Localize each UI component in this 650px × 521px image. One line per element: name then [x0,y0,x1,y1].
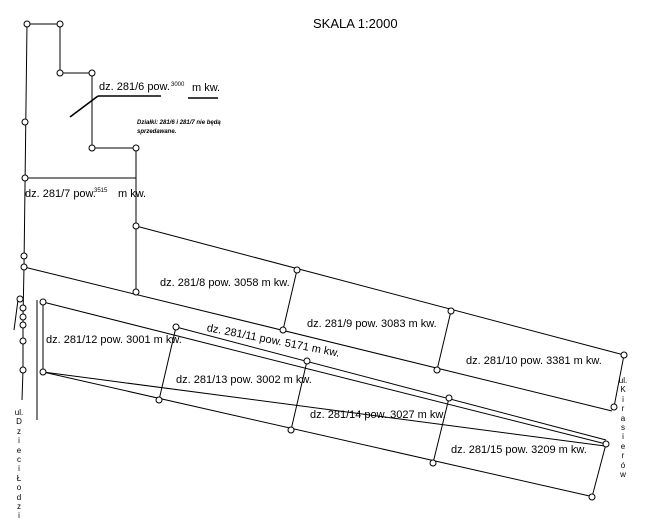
vertex-marker [279,326,287,334]
street-edge-left-2 [13,299,19,331]
vertex-marker [447,307,455,315]
pointer-line [69,95,99,118]
vertex-marker [56,20,64,28]
vertex-marker [132,222,140,230]
vertex-marker [172,323,180,331]
street-char: i [622,432,624,442]
note: Działki: 281/6 i 281/7 nie będą sprzedaw… [137,119,221,137]
street-char: i [622,394,624,404]
parcel-label-281-8: dz. 281/8 pow. 3058 m kw. [160,277,290,289]
street-char: e [620,441,626,451]
street-char: i [18,436,20,446]
note-line-1: Działki: 281/6 i 281/7 nie będą [137,120,221,126]
vertex-marker [429,459,437,467]
vertex-marker [19,304,27,312]
parcel-label-281-13: dz. 281/13 pow. 3002 m kw. [176,374,312,386]
parcel-label-281-9: dz. 281/9 pow. 3083 m kw. [307,318,437,330]
vertex-marker [20,252,28,260]
divider-281-8-9 [282,269,298,331]
street-label-left: ul. D z i e c i Ł o d z i [13,408,25,521]
parcel-area-281-6: 3000 [171,82,185,88]
vertex-marker [88,69,96,77]
divider-281-9-10 [436,310,452,371]
vertex-marker [610,403,618,411]
street-char: z [17,502,21,512]
street-char: s [621,423,625,433]
street-char: d [16,492,22,502]
vertex-marker [21,118,29,126]
parcel-unit-281-6: m kw. [192,82,221,94]
street-label-right: ul. K i r a s i e r ó w [617,376,629,479]
divider-281-13-14 [290,360,308,431]
parcel-label-281-6: dz. 281/6 pow. [99,81,170,93]
boundary-east [591,443,607,498]
vertex-marker [620,351,628,359]
vertex-marker [16,295,24,303]
divider-281-12-13 [158,326,177,401]
vertex-marker [39,298,47,306]
boundary-281-11-lower [175,326,607,441]
vertex-marker [20,263,28,271]
boundary-281-8-bottom [23,266,613,412]
vertex-marker [56,69,64,77]
vertex-marker [602,440,610,448]
parcel-label-281-7: dz. 281/7 pow. [25,188,96,200]
street-char: c [17,455,21,465]
parcel-unit-281-7: m kw. [118,188,147,200]
street-char: r [621,404,625,414]
vertex-marker [132,144,140,152]
vertex-marker [39,368,47,376]
boundary-281-12-top [42,301,607,445]
street-char: o [16,483,22,493]
note-line-2: sprzedawane. [137,129,177,135]
vertex-marker [19,366,27,374]
street-char: K [620,385,626,395]
vertex-marker [303,357,311,365]
street-char: ul. [14,408,24,417]
street-char: Ł [16,473,22,483]
divider-281-14-15 [432,397,450,464]
vertex-marker [132,288,140,296]
street-char: w [620,470,626,480]
parcel-label-281-10: dz. 281/10 pow. 3381 m kw. [466,355,602,367]
street-char: D [16,417,22,427]
vertex-marker [19,313,27,321]
vertex-marker [445,394,453,402]
street-char: z [17,426,21,436]
vertex-marker [23,20,31,28]
vertex-marker [588,493,596,501]
boundary-west [22,23,28,318]
street-char: e [16,445,22,455]
street-char: r [621,451,625,461]
vertex-marker [293,266,301,274]
vertex-marker [287,426,295,434]
vertex-marker [19,321,27,329]
street-char: i [18,464,20,474]
vertex-marker [88,144,96,152]
street-char: a [620,413,626,423]
street-char: ul. [618,376,628,385]
street-char: i [18,511,20,521]
parcel-label-281-14: dz. 281/14 pow. 3027 m kw. [310,409,446,421]
street-char: ó [620,460,626,470]
parcel-label-281-12: dz. 281/12 pow. 3001 m kw. [46,334,182,346]
street-edge-left [21,317,24,401]
scale-label: SKALA 1:2000 [313,16,398,31]
vertex-marker [433,366,441,374]
boundary-281-11-bottom [42,371,606,447]
vertex-marker [155,396,163,404]
vertex-marker [21,174,29,182]
parcel-area-281-7: 3515 [94,188,108,194]
parcel-label-281-15: dz. 281/15 pow. 3209 m kw. [451,444,587,456]
vertex-marker [19,337,27,345]
strip-lower [42,302,595,498]
